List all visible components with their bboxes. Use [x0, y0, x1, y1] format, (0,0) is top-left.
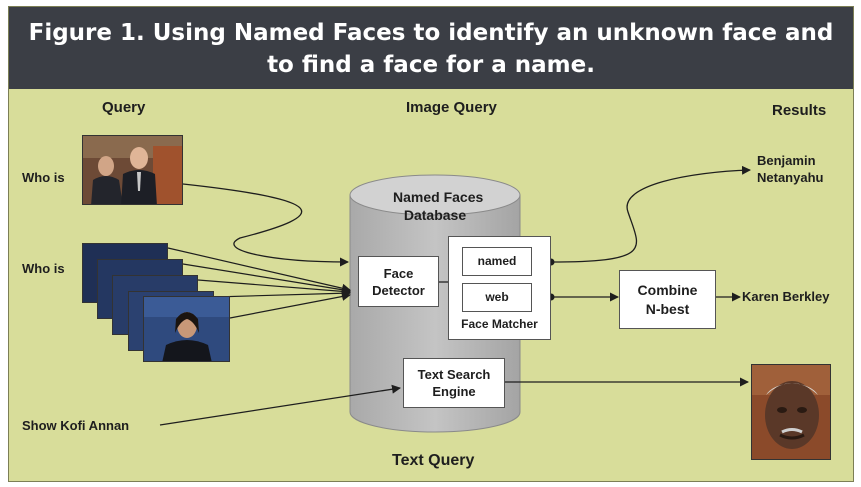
database-title-line-2: Database — [403, 207, 467, 223]
result-face-graphic — [752, 365, 830, 459]
arrow-named-to-result — [550, 165, 751, 263]
figure-title-line-2: to find a face for a name. — [267, 52, 595, 78]
result-1-line-2: Netanyahu — [757, 170, 824, 185]
face-detector-line-1: Face — [383, 265, 414, 281]
combine-nbest-box: Combine N-best — [619, 270, 716, 329]
results-header: Results — [772, 102, 827, 119]
combine-line-1: Combine — [637, 281, 698, 298]
result-1-line-1: Benjamin — [757, 153, 816, 168]
face-detector-line-2: Detector — [372, 282, 425, 298]
video-frame-5 — [143, 296, 230, 362]
query-header: Query — [102, 99, 146, 116]
combine-line-2: N-best — [645, 300, 690, 317]
result-karen-berkley: Karen Berkley — [742, 289, 830, 304]
arrow-text-query-to-engine — [159, 384, 401, 426]
web-box: web — [462, 283, 532, 312]
text-search-engine-box: Text Search Engine — [403, 358, 505, 408]
face-matcher-label: Face Matcher — [461, 317, 538, 331]
figure-title-line-1: Figure 1. Using Named Faces to identify … — [28, 20, 834, 46]
result-face-image — [751, 364, 831, 460]
web-label: web — [485, 290, 509, 304]
figure-title: Figure 1. Using Named Faces to identify … — [9, 7, 853, 89]
face-detector-box: Face Detector — [358, 256, 439, 307]
arrow-frame-5 — [229, 292, 351, 319]
arrow-frame-2 — [182, 263, 351, 295]
arrow-frame-4 — [213, 288, 351, 298]
text-search-line-2: Engine — [432, 384, 476, 399]
who-is-label-1: Who is — [22, 170, 65, 185]
arrow-frame-3 — [197, 279, 351, 296]
text-search-line-1: Text Search — [417, 367, 491, 382]
arrow-frame-1 — [167, 247, 351, 293]
named-label: named — [477, 254, 517, 268]
show-name-label: Show Kofi Annan — [22, 418, 130, 433]
video-frame-5-image — [144, 297, 229, 361]
result-benjamin-netanyahu: Benjamin Netanyahu — [757, 152, 823, 186]
arrow-photo-to-detector — [182, 183, 349, 267]
named-box: named — [462, 247, 532, 276]
image-query-header: Image Query — [406, 99, 497, 116]
query-photo-image — [83, 136, 182, 204]
who-is-label-2: Who is — [22, 261, 65, 276]
database-title: Named Faces Database — [393, 188, 484, 224]
database-title-line-1: Named Faces — [393, 189, 484, 205]
query-photo — [82, 135, 183, 205]
text-query-header: Text Query — [392, 452, 475, 469]
